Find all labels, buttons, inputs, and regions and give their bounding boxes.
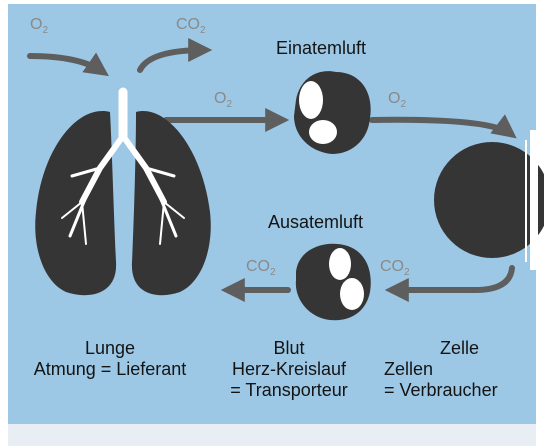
heart-inhale-icon <box>294 71 371 154</box>
label-o2-to-cell: O2 <box>388 90 406 110</box>
caption-lung-title: Lunge <box>20 338 200 359</box>
heart-top-title: Einatemluft <box>276 38 366 59</box>
caption-cell-title: Zelle <box>384 338 534 359</box>
caption-cell: Zelle Zellen = Verbraucher <box>384 338 534 401</box>
caption-lung-role: Atmung = Lieferant <box>20 359 200 380</box>
caption-blood: Blut Herz-Kreislauf = Transporteur <box>214 338 364 401</box>
caption-blood-system: Herz-Kreislauf <box>214 359 364 380</box>
label-co2-from-cell: CO2 <box>380 258 410 278</box>
caption-blood-role: = Transporteur <box>214 380 364 401</box>
caption-cell-plural: Zellen <box>384 359 534 380</box>
heart-bottom-title: Ausatemluft <box>268 212 363 233</box>
caption-lung: Lunge Atmung = Lieferant <box>20 338 200 380</box>
label-co2-out: CO2 <box>176 16 206 36</box>
heart-exhale-icon <box>296 244 371 321</box>
label-co2-to-lung: CO2 <box>246 258 276 278</box>
caption-blood-title: Blut <box>214 338 364 359</box>
label-o2-to-heart: O2 <box>214 90 232 110</box>
caption-cell-role: = Verbraucher <box>384 380 534 401</box>
label-o2-in: O2 <box>30 16 48 36</box>
